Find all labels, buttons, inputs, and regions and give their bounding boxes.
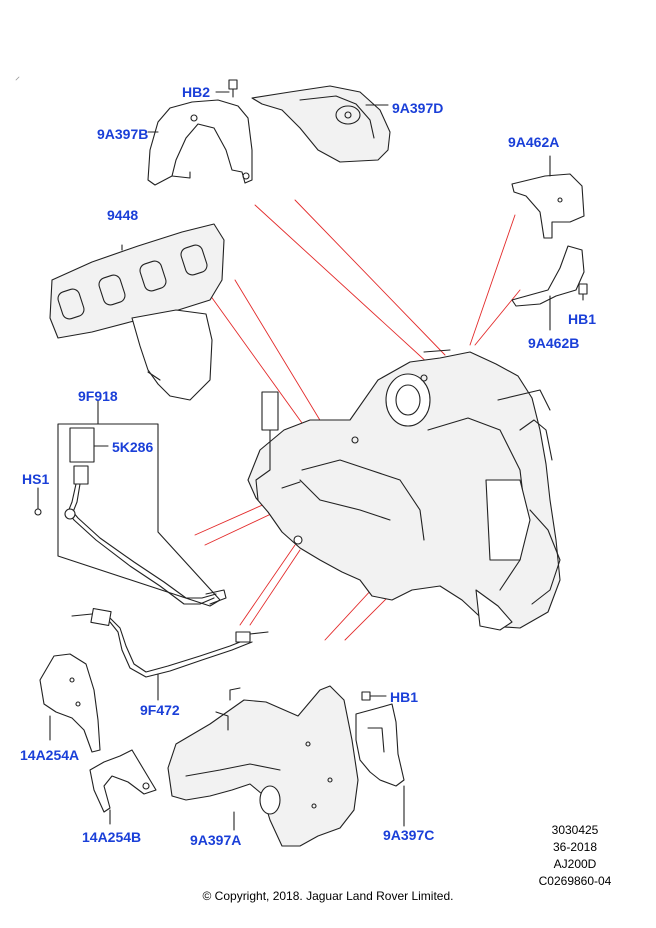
engine-turbo-assembly [247, 349, 561, 631]
callout-9a397a[interactable]: 9A397A [190, 832, 242, 848]
callout-hb1-bottom[interactable]: HB1 [390, 689, 419, 705]
heatshield-9a397a [167, 685, 359, 847]
reference-line-1: 3030425 [551, 823, 599, 837]
heatshield-9a397c [355, 691, 405, 827]
reference-line-2: 36-2018 [552, 840, 598, 854]
callout-hb1-top[interactable]: HB1 [568, 311, 597, 327]
sensor-assembly-9f918 [34, 399, 227, 607]
bracket-14a254a [39, 653, 101, 753]
reference-line-3: AJ200D [553, 857, 597, 871]
callout-9a397c[interactable]: 9A397C [383, 827, 435, 843]
callout-9f472[interactable]: 9F472 [140, 702, 180, 718]
red-leader-lines [194, 199, 521, 641]
callout-5k286[interactable]: 5K286 [112, 439, 154, 455]
heatshield-9a397d [251, 85, 391, 163]
heatshield-9a397b [147, 99, 253, 186]
bracket-14a254b [89, 749, 157, 825]
copyright-notice: © Copyright, 2018. Jaguar Land Rover Lim… [202, 889, 454, 903]
callout-hs1[interactable]: HS1 [22, 471, 50, 487]
callout-14a254b[interactable]: 14A254B [82, 829, 142, 845]
reference-line-4: C0269860-04 [538, 874, 612, 888]
hb2-bolt [215, 79, 238, 98]
gasket-9448 [49, 223, 225, 401]
callout-hb2[interactable]: HB2 [182, 84, 211, 100]
callout-9a397b[interactable]: 9A397B [97, 126, 149, 142]
callout-14a254a[interactable]: 14A254A [20, 747, 80, 763]
callout-9f918[interactable]: 9F918 [78, 388, 118, 404]
callout-9a397d[interactable]: 9A397D [392, 100, 444, 116]
callout-9a462a[interactable]: 9A462A [508, 134, 560, 150]
sensor-harness-9f472 [71, 607, 269, 701]
bracket-9a462b [511, 245, 588, 331]
bracket-9a462a [511, 155, 585, 239]
reference-block: 3030425 36-2018 AJ200D C0269860-04 [520, 822, 630, 890]
callout-9448[interactable]: 9448 [107, 207, 139, 223]
callout-9a462b[interactable]: 9A462B [528, 335, 580, 351]
